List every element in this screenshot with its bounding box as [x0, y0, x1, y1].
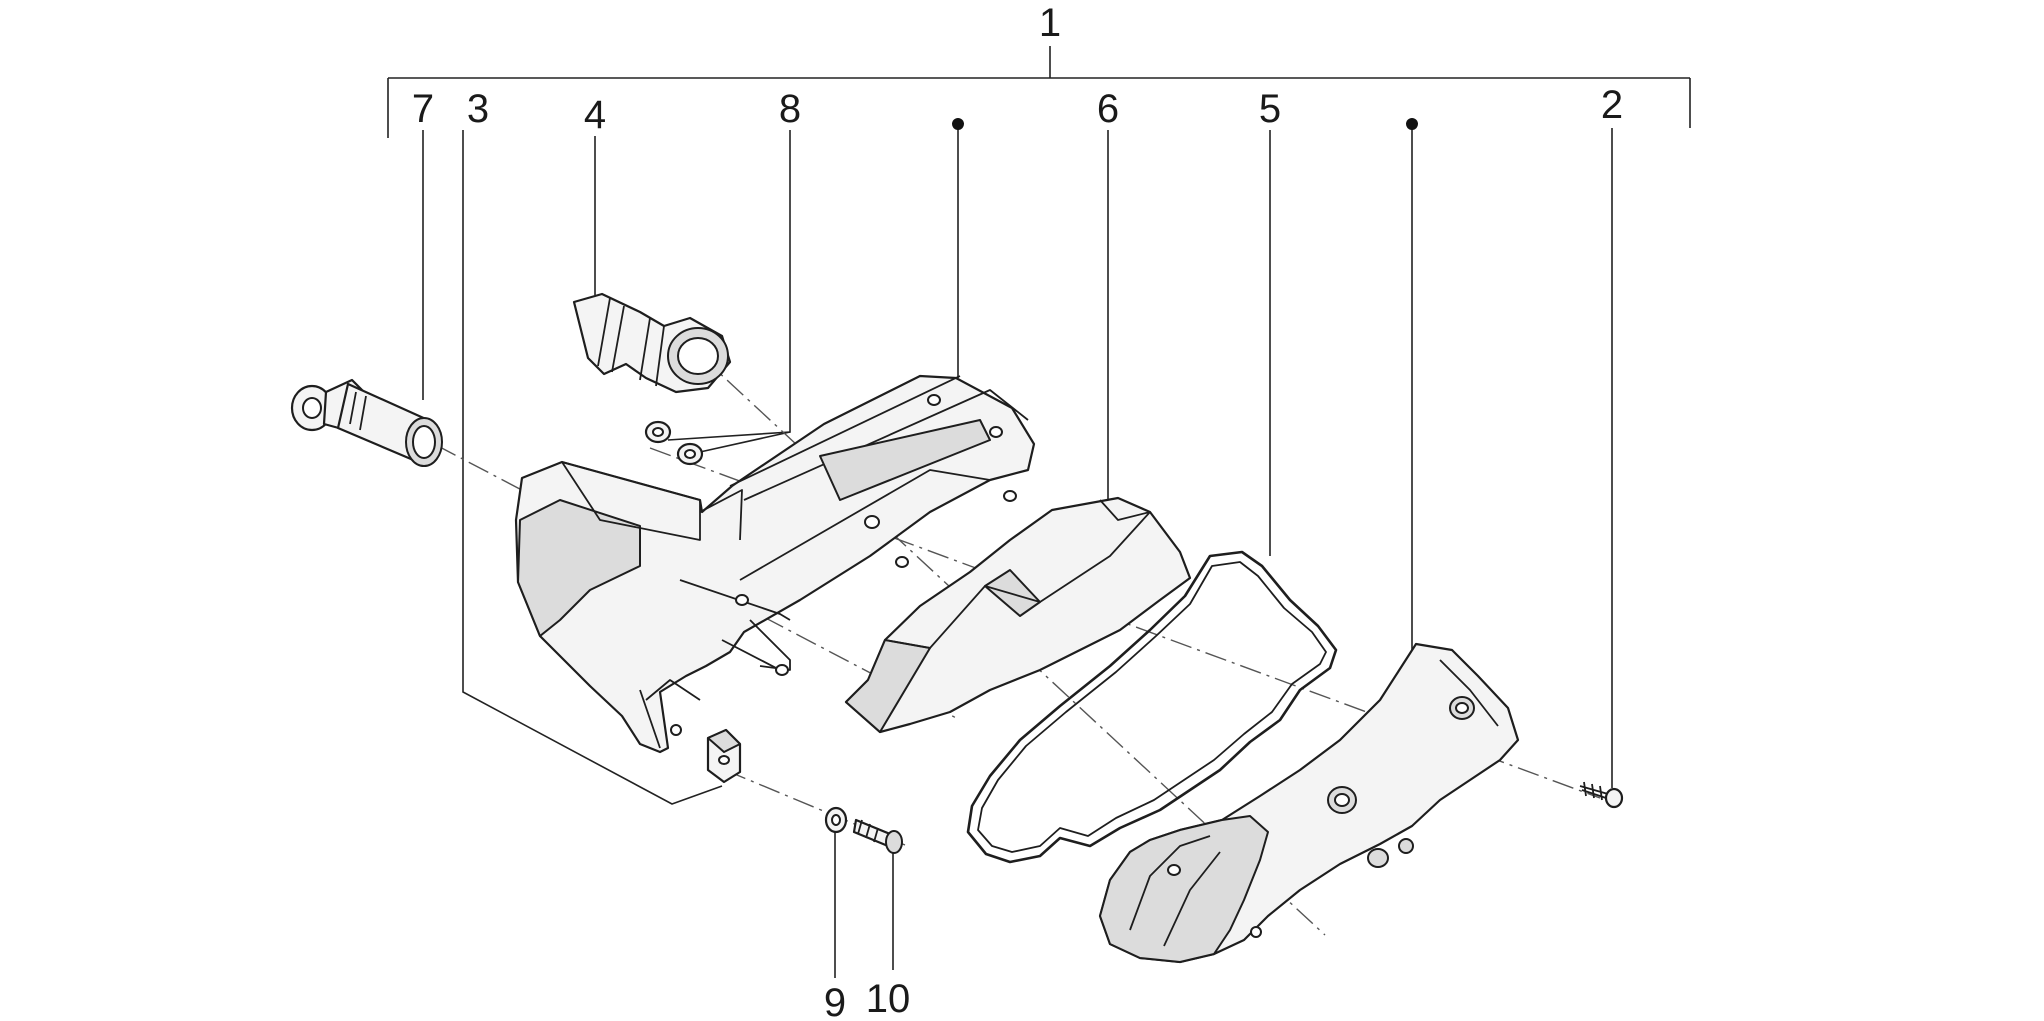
clip-nut	[706, 728, 742, 784]
bolt-part-10	[852, 818, 903, 854]
outer-cover	[1098, 642, 1520, 964]
reference-dot-left	[952, 118, 964, 130]
callout-5: 5	[1259, 87, 1281, 131]
leader-lines	[422, 124, 1613, 978]
callout-7: 7	[412, 87, 434, 131]
screw-part-2	[1579, 781, 1624, 809]
gasket-part-5	[966, 550, 1338, 864]
filter-element-part-6	[844, 496, 1192, 734]
intake-tube-part-7	[290, 378, 443, 467]
grommets-part-8	[644, 420, 704, 466]
callout-8: 8	[779, 87, 801, 131]
callout-2: 2	[1601, 83, 1623, 127]
assembly-bracket	[387, 46, 1691, 138]
callout-4: 4	[584, 93, 606, 137]
callout-3: 3	[467, 87, 489, 131]
callout-9: 9	[824, 981, 846, 1021]
air-box-housing-part-3	[514, 374, 1036, 754]
reference-dot-right	[1406, 118, 1418, 130]
intake-sleeve-part-4	[572, 292, 732, 394]
callout-6: 6	[1097, 87, 1119, 131]
callout-10: 10	[866, 977, 911, 1021]
washer-part-9	[824, 806, 848, 834]
callout-1: 1	[1039, 1, 1061, 45]
